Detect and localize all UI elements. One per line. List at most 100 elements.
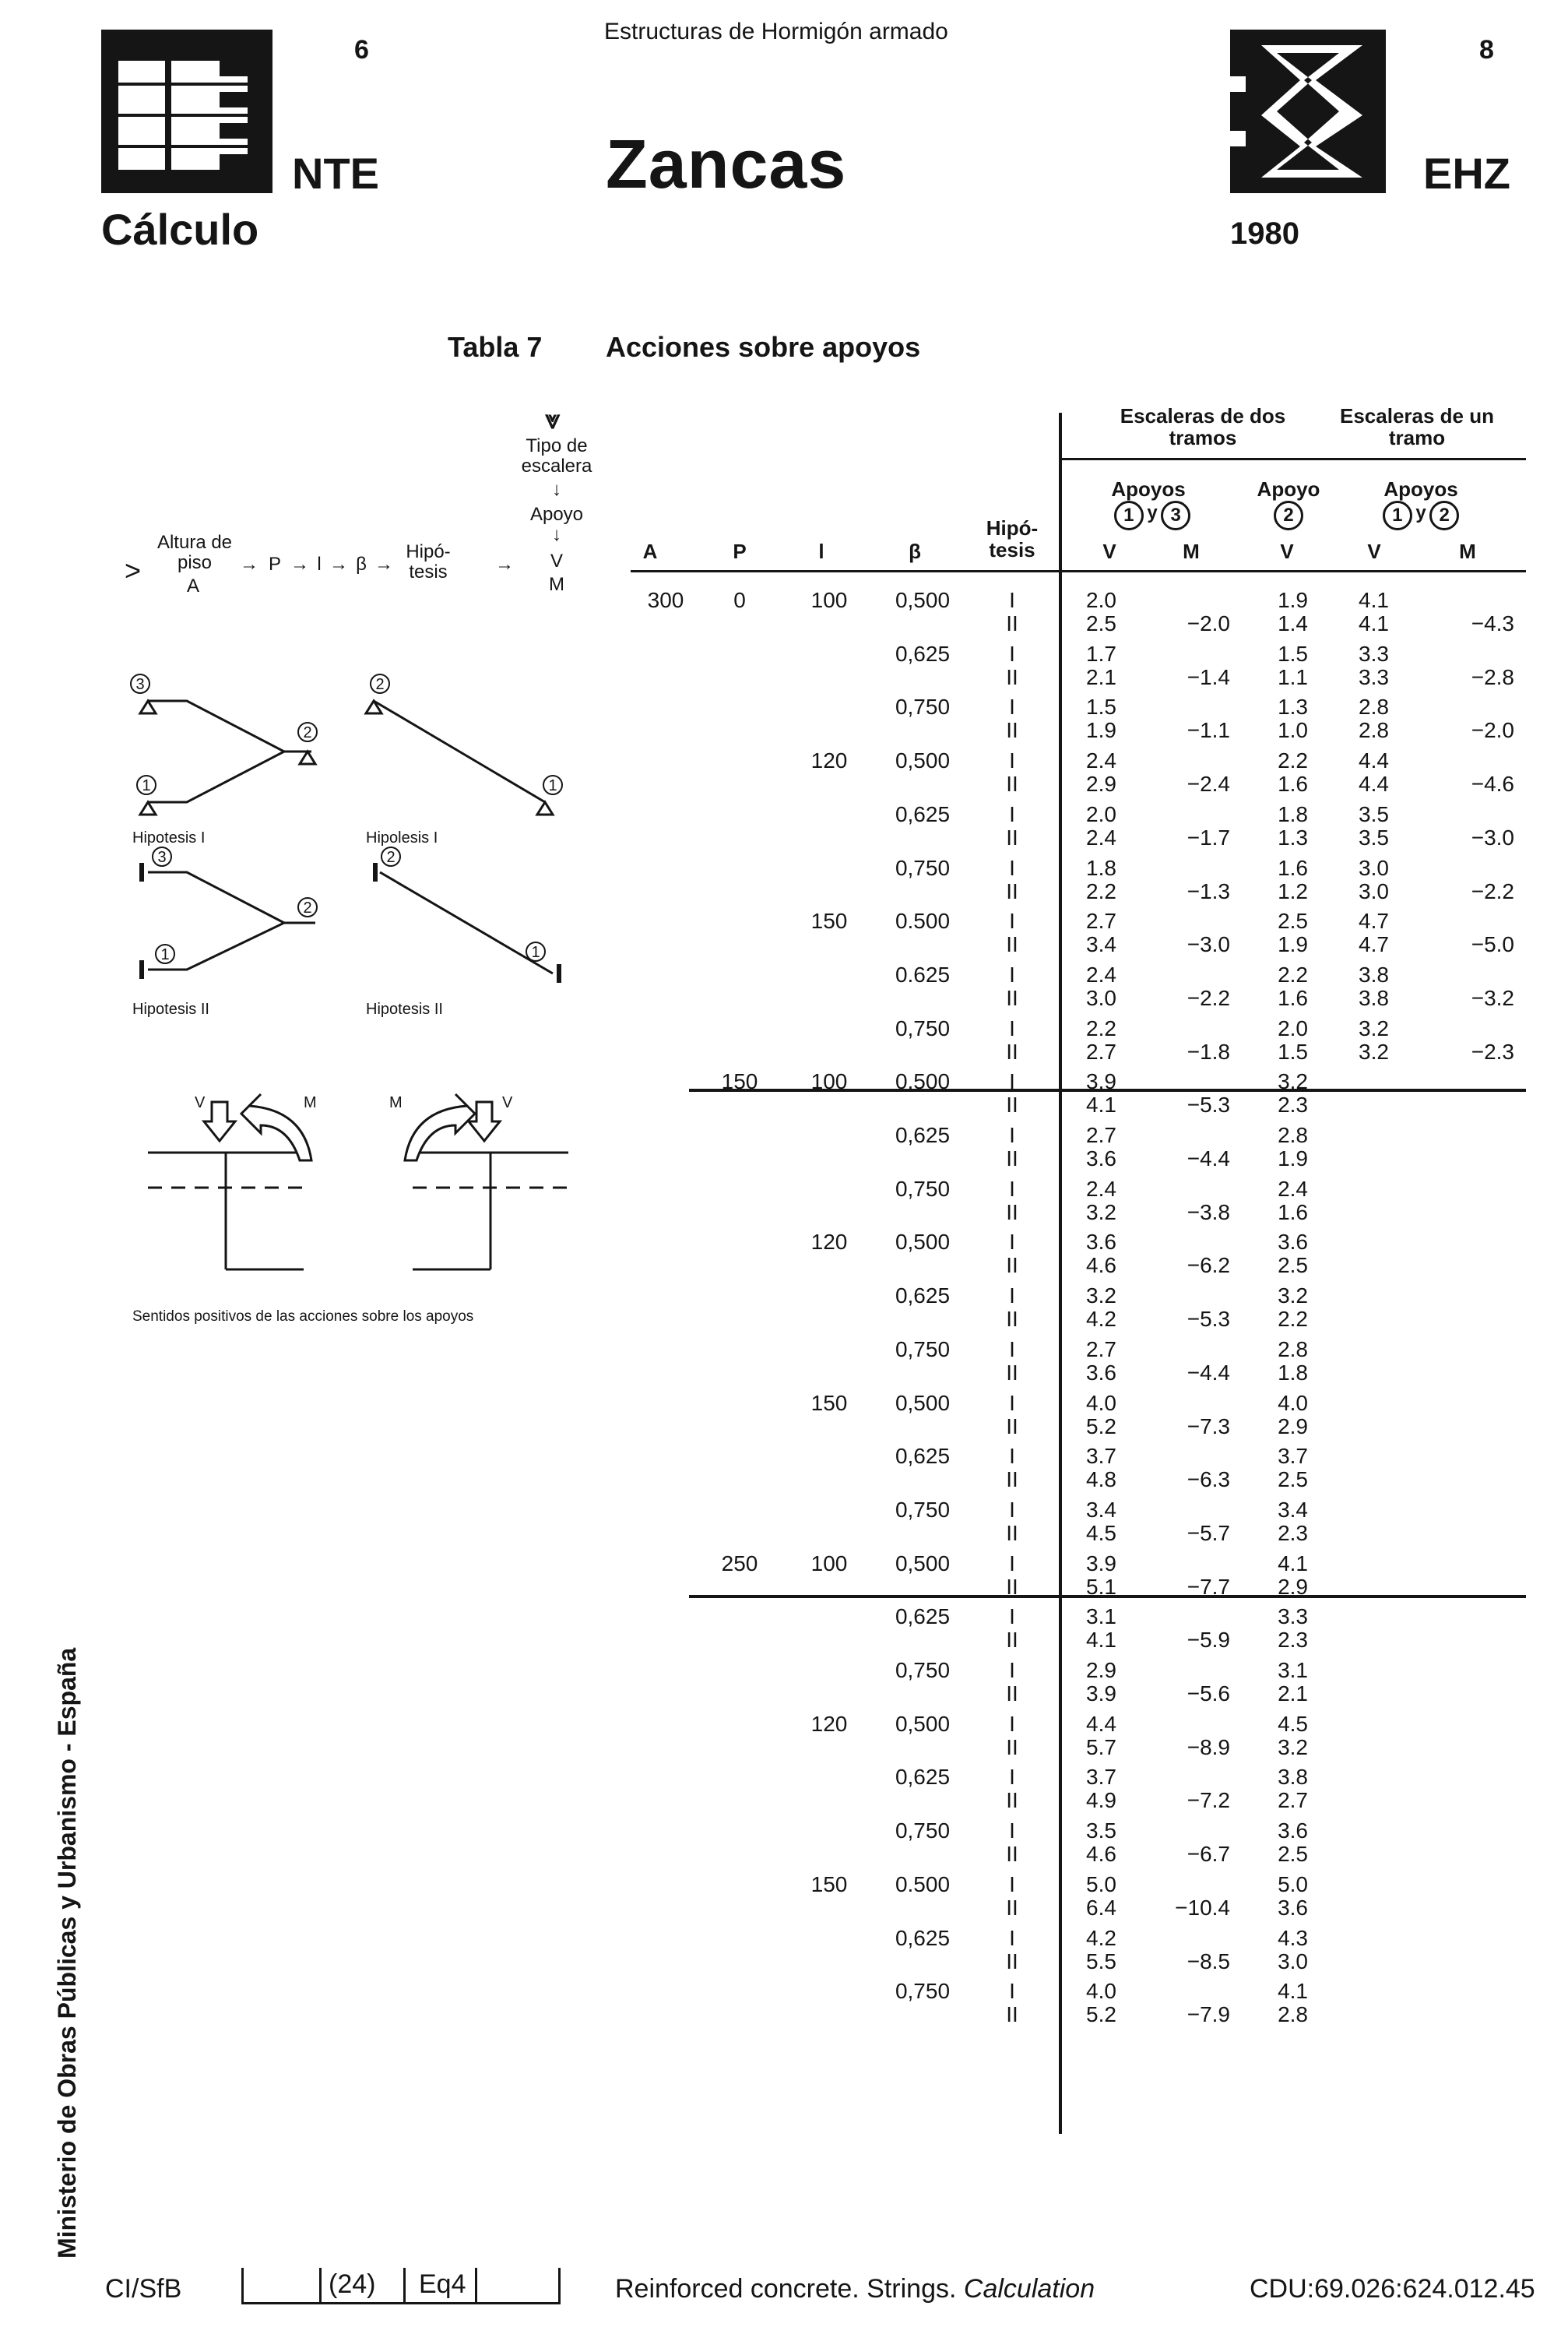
cell-v2: 3.2 <box>1278 1735 1308 1759</box>
cell-v13: 3.6 <box>1086 1230 1116 1254</box>
cell-v2: 1.5 <box>1278 1040 1308 1064</box>
cell-beta: 0,750 <box>895 1016 951 1040</box>
cell-v13: 3.2 <box>1086 1200 1116 1224</box>
cell-h: II <box>1006 1842 1018 1866</box>
cell-v2: 1.1 <box>1278 665 1308 689</box>
cell-v13: 2.9 <box>1086 1658 1116 1682</box>
cell-h: I <box>1009 909 1015 933</box>
cdu-code: CDU:69.026:624.012.45 <box>1250 2274 1535 2304</box>
cell-v13: 1.7 <box>1086 642 1116 666</box>
cell-h: I <box>1009 1658 1015 1682</box>
cell-l: 150 <box>810 909 848 933</box>
cell-v12: 2.8 <box>1359 718 1389 742</box>
cell-h: I <box>1009 1979 1015 2003</box>
col-p: P <box>733 540 747 563</box>
svg-text:M: M <box>304 1094 317 1111</box>
cell-h: I <box>1009 1765 1015 1789</box>
flow-hipotesis: Hipó- tesis <box>406 541 451 583</box>
cell-beta: 0,500 <box>895 588 951 612</box>
cell-h: I <box>1009 1123 1015 1147</box>
col-hipotesis: Hipó- tesis <box>986 516 1039 562</box>
cell-v2: 1.6 <box>1278 772 1308 796</box>
cell-v13: 1.9 <box>1086 718 1116 742</box>
cisfb-code-2: Eq4 <box>419 2269 466 2299</box>
cell-v2: 2.8 <box>1278 1337 1308 1361</box>
ehz-logo-icon <box>1230 30 1386 193</box>
cell-h: II <box>1006 1253 1018 1277</box>
cell-h: I <box>1009 748 1015 773</box>
cell-h: I <box>1009 1230 1015 1254</box>
cell-m13: −1.4 <box>1187 665 1230 689</box>
svg-text:1: 1 <box>548 777 557 794</box>
group-rule-250 <box>689 1595 1526 1598</box>
cell-v13: 3.6 <box>1086 1361 1116 1385</box>
cell-v13: 3.9 <box>1086 1681 1116 1706</box>
cell-v13: 2.7 <box>1086 909 1116 933</box>
cell-l: 120 <box>810 748 848 773</box>
cell-beta: 0,625 <box>895 1926 951 1950</box>
year: 1980 <box>1230 217 1299 251</box>
cisfb-code-box: (24) Eq4 <box>241 2268 561 2304</box>
cell-beta: 0,625 <box>895 1604 951 1628</box>
cell-v12: 3.0 <box>1359 856 1389 880</box>
cell-beta: 0,625 <box>895 1283 951 1308</box>
cell-h: I <box>1009 1872 1015 1896</box>
cell-m12: −2.3 <box>1471 1040 1514 1064</box>
cell-m13: −8.9 <box>1187 1735 1230 1759</box>
flow-arrow-icon: ↓ <box>552 524 561 545</box>
cell-v13: 3.9 <box>1086 1069 1116 1093</box>
col-m12: M <box>1459 540 1476 563</box>
cell-v2: 3.6 <box>1278 1818 1308 1843</box>
nte-code: NTE <box>292 149 379 198</box>
cell-m12: −2.2 <box>1471 879 1514 903</box>
cell-h: II <box>1006 1467 1018 1491</box>
cell-m13: −2.4 <box>1187 772 1230 796</box>
svg-text:V: V <box>195 1094 206 1111</box>
cell-v13: 4.4 <box>1086 1712 1116 1736</box>
cell-l: 100 <box>810 1551 848 1575</box>
cell-v2: 1.2 <box>1278 879 1308 903</box>
cell-h: II <box>1006 1361 1018 1385</box>
cell-v2: 2.9 <box>1278 1575 1308 1599</box>
col-beta: β <box>909 540 921 563</box>
cell-v2: 2.0 <box>1278 1016 1308 1040</box>
cell-beta: 0,500 <box>895 1712 951 1736</box>
cell-v13: 4.0 <box>1086 1391 1116 1415</box>
cell-v13: 2.9 <box>1086 772 1116 796</box>
cell-h: II <box>1006 1628 1018 1652</box>
cell-v13: 5.0 <box>1086 1872 1116 1896</box>
header-support-12: 1 y 2 <box>1366 501 1475 530</box>
cell-m13: −1.1 <box>1187 718 1230 742</box>
cell-m12: −4.3 <box>1471 611 1514 635</box>
cell-m13: −4.4 <box>1187 1146 1230 1171</box>
cell-v12: 3.2 <box>1359 1016 1389 1040</box>
svg-text:3: 3 <box>157 849 166 866</box>
cell-v13: 2.2 <box>1086 1016 1116 1040</box>
cell-v2: 1.6 <box>1278 986 1308 1010</box>
support-1-icon: 1 <box>1382 501 1412 530</box>
cell-h: I <box>1009 1498 1015 1522</box>
cell-v13: 3.6 <box>1086 1146 1116 1171</box>
cell-v13: 2.4 <box>1086 1177 1116 1201</box>
cell-h: I <box>1009 1016 1015 1040</box>
ehz-code: EHZ <box>1423 149 1510 198</box>
flow-tipo: Tipo de escalera <box>521 435 592 477</box>
cell-m13: −5.3 <box>1187 1307 1230 1331</box>
cell-h: II <box>1006 611 1018 635</box>
svg-text:M: M <box>389 1094 403 1111</box>
header-un-tramo: Escaleras de un tramo <box>1340 404 1494 449</box>
hip2-label-a: Hipotesis II <box>132 1001 209 1018</box>
flow-arrow-icon: → <box>374 554 393 575</box>
support-3-icon: 3 <box>1161 501 1191 530</box>
cell-m13: −7.7 <box>1187 1575 1230 1599</box>
cell-v2: 2.5 <box>1278 1467 1308 1491</box>
cell-v2: 4.1 <box>1278 1551 1308 1575</box>
svg-text:2: 2 <box>386 849 395 866</box>
cisfb-code-1: (24) <box>329 2269 376 2299</box>
cell-v13: 4.6 <box>1086 1253 1116 1277</box>
cell-v13: 5.2 <box>1086 1414 1116 1438</box>
cell-beta: 0,750 <box>895 856 951 880</box>
cell-h: II <box>1006 772 1018 796</box>
cell-v13: 2.4 <box>1086 963 1116 987</box>
header-support-13: 1 y 3 <box>1098 501 1207 530</box>
